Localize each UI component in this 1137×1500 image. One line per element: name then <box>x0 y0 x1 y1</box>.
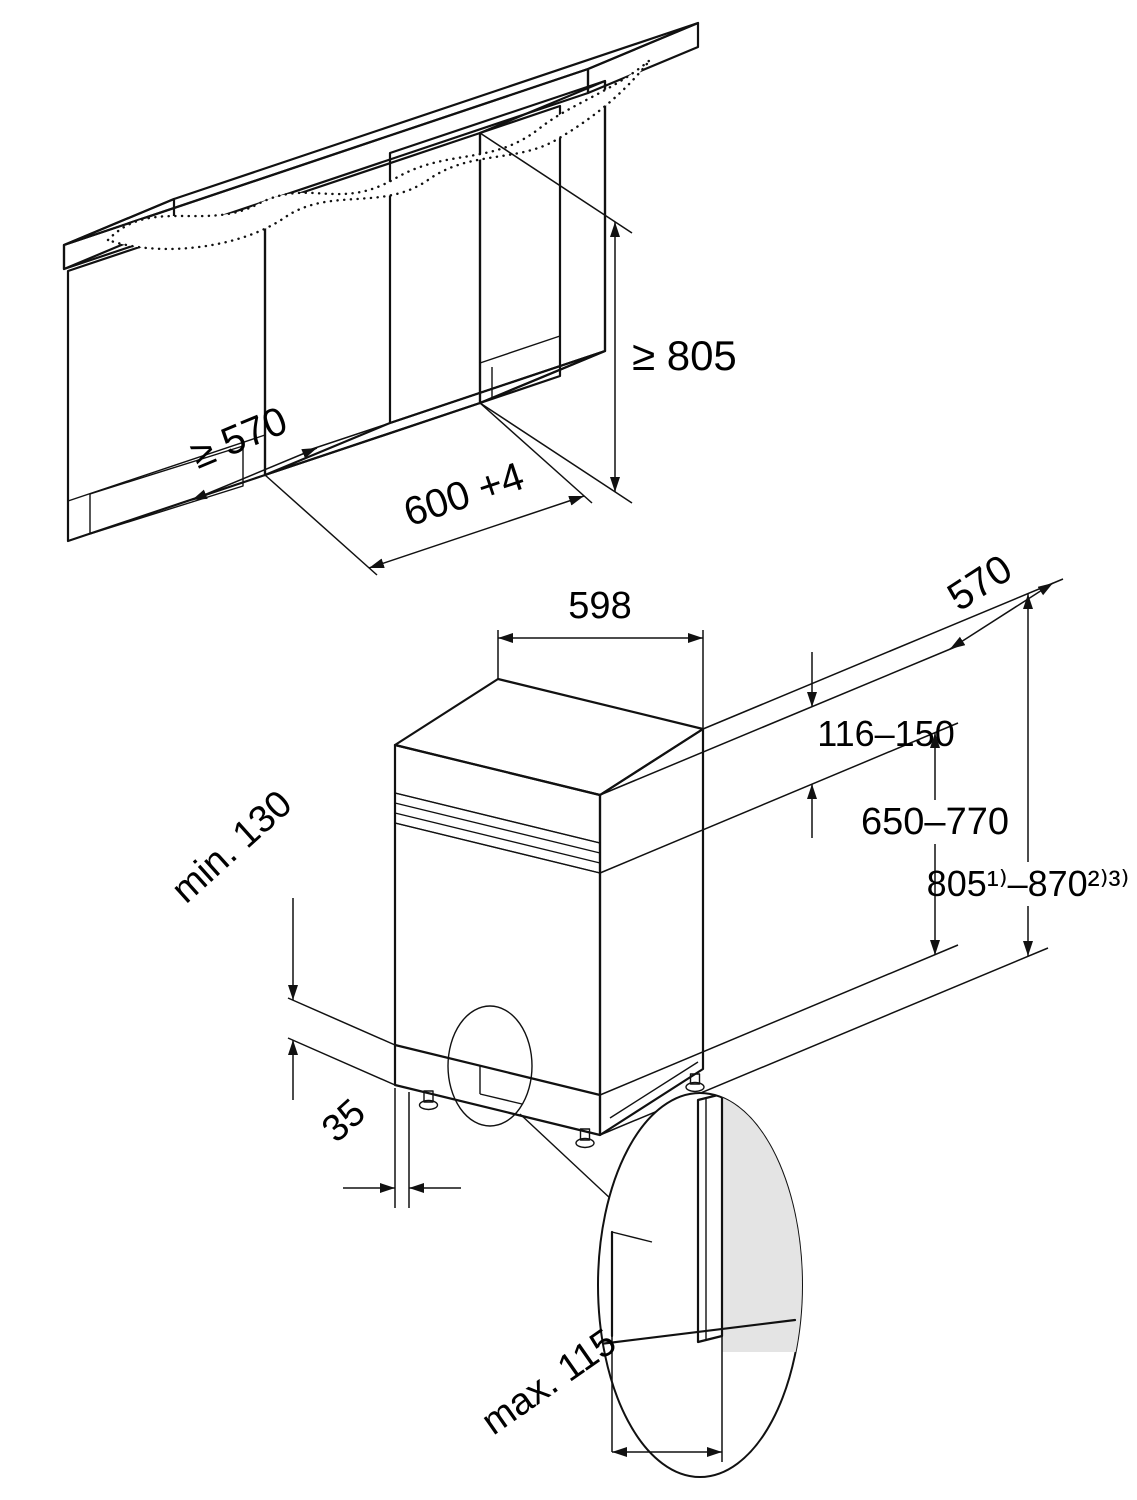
niche-depth-dimension: ≥ 570 <box>177 399 391 505</box>
extension-line <box>264 474 378 576</box>
niche-height-label: ≥ 805 <box>632 332 737 379</box>
niche-depth-label: ≥ 570 <box>184 399 293 478</box>
worktop-right-end <box>586 21 700 95</box>
foot-offset-label: 35 <box>314 1091 374 1151</box>
dimension-line <box>191 447 318 501</box>
side-plinth-line <box>609 1061 699 1119</box>
appliance-depth-label: 570 <box>940 546 1020 619</box>
niche-width-dimension: 600 +4 <box>264 402 593 576</box>
extension-line <box>479 402 633 504</box>
extension-line <box>302 422 391 453</box>
dimension-line <box>949 582 1054 650</box>
right-cabinet-plinth-line <box>479 335 561 364</box>
extension-line <box>599 722 959 874</box>
detail-floor-line <box>598 1318 797 1346</box>
extension-line <box>287 1037 396 1086</box>
extension-line <box>479 402 593 504</box>
appliance-height-label: 805¹⁾–870²⁾³⁾ <box>927 863 1130 904</box>
right-cabinet-front <box>478 104 562 405</box>
niche-back-wall <box>388 79 607 425</box>
control-panel-line <box>394 822 601 874</box>
niche-height-dimension: ≥ 805 <box>479 132 737 504</box>
plinth-detail-callout: max. 115 <box>447 1005 803 1478</box>
extension-line <box>479 132 633 234</box>
door-bottom-edge <box>393 1043 602 1097</box>
front-panel-dimension: 650–770 <box>599 733 1009 1096</box>
worktop-top-face <box>62 21 700 247</box>
control-panel-line <box>394 792 601 844</box>
appliance-top-face <box>393 677 705 797</box>
extension-line <box>599 644 961 796</box>
foot-offset-dimension: 35 <box>314 1088 461 1208</box>
front-panel-label: 650–770 <box>861 801 1009 843</box>
appliance-width-label: 598 <box>568 585 631 627</box>
foot-base <box>575 1137 595 1149</box>
niche-view: ≥ 805 ≥ 570 600 +4 <box>62 21 737 576</box>
niche-width-label: 600 +4 <box>398 454 529 535</box>
control-panel-line <box>394 802 601 854</box>
detail-source-circle <box>447 1005 533 1127</box>
niche-bottom-edge <box>263 401 482 477</box>
appliance-depth-dimension: 570 <box>599 546 1064 796</box>
control-panel-band <box>394 792 601 874</box>
plinth-clearance-dimension: min. 130 <box>164 783 396 1100</box>
foot-stem <box>579 1128 591 1141</box>
niche-floor <box>263 349 607 477</box>
adjustable-feet <box>418 1073 705 1149</box>
control-panel-label: 116–150 <box>817 713 954 754</box>
dimension-line <box>368 495 585 569</box>
appliance-body <box>393 677 705 1149</box>
control-panel-line <box>394 812 601 864</box>
right-cabinet <box>478 104 562 405</box>
appliance-width-dimension: 598 <box>497 585 704 729</box>
detail-side-shading <box>722 1093 802 1352</box>
extension-line <box>177 474 266 505</box>
extension-line <box>599 944 959 1096</box>
foot-base <box>418 1099 439 1111</box>
plinth-recess-label: max. 115 <box>474 1321 624 1443</box>
appliance-height-dimension: 805¹⁾–870²⁾³⁾ <box>599 594 1130 1136</box>
appliance-door <box>393 743 602 1137</box>
foot-base <box>685 1081 705 1093</box>
worktop <box>62 21 700 271</box>
foot-stem <box>423 1090 434 1103</box>
detail-plinth-top <box>611 1231 653 1243</box>
foot-stem <box>689 1073 701 1085</box>
plinth-step-edge <box>479 1093 523 1105</box>
extension-line <box>702 578 1064 730</box>
worktop-break-line <box>106 58 652 251</box>
appliance-view: 598 570 116–150 650–770 805¹ <box>164 546 1130 1478</box>
extension-line <box>287 997 396 1046</box>
plinth-clearance-label: min. 130 <box>164 783 300 912</box>
detail-leader-line <box>519 1113 613 1201</box>
